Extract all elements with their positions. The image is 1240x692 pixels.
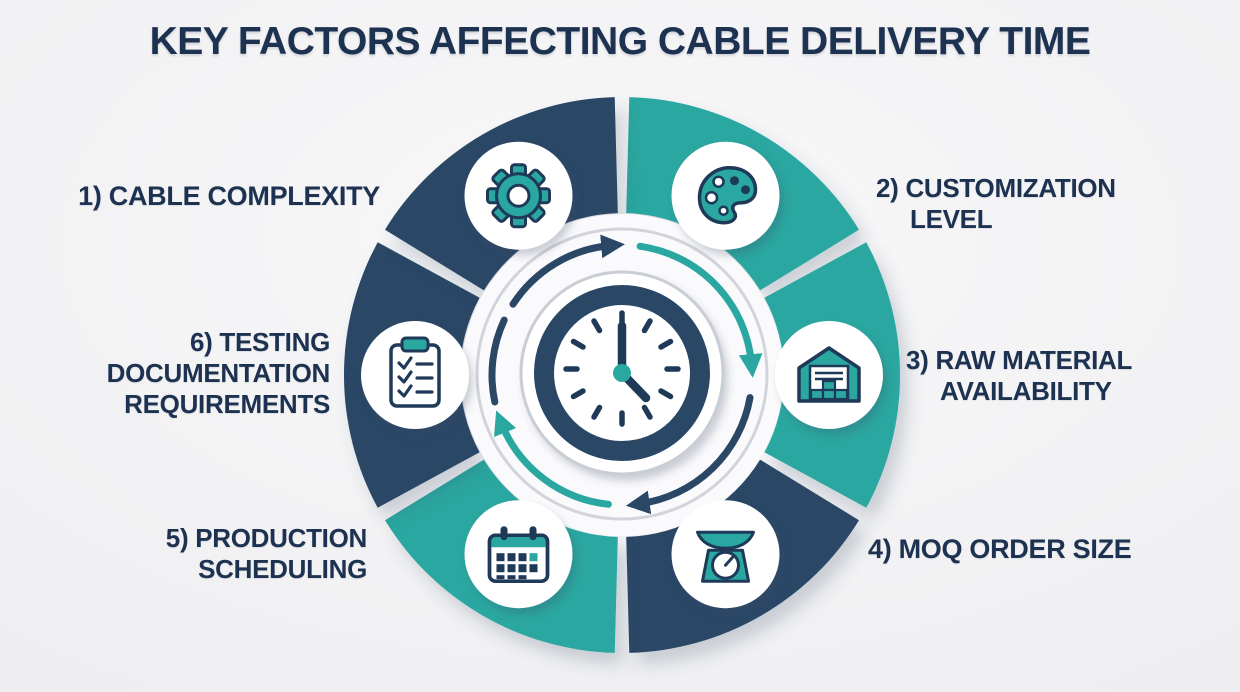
factor-label-customization-level: 2) CUSTOMIZATION LEVEL bbox=[876, 173, 1116, 234]
factor-label-moq-order-size: 4) MOQ ORDER SIZE bbox=[868, 534, 1132, 564]
gear-icon bbox=[464, 141, 573, 250]
calendar-icon bbox=[464, 500, 573, 609]
clock-bezel-edge bbox=[519, 270, 725, 476]
factor-label-raw-material-availability: 3) RAW MATERIAL AVAILABILITY bbox=[906, 345, 1133, 406]
clock-center-dot bbox=[613, 364, 631, 382]
icon-badges bbox=[361, 141, 883, 609]
cycle-arrows bbox=[488, 234, 763, 515]
cycle-arrow-top-right-icon bbox=[636, 242, 763, 378]
cycle-arrow-bottom-icon bbox=[494, 410, 612, 508]
weighing-scale-icon bbox=[671, 500, 780, 609]
clock-ticks bbox=[563, 310, 681, 427]
cycle-arrow-top-left-icon bbox=[509, 234, 625, 308]
paint-palette-icon bbox=[671, 141, 780, 250]
hub-silver-ring bbox=[475, 227, 769, 521]
cycle-arrow-left-icon bbox=[488, 316, 508, 406]
factor-label-cable-complexity: 1) CABLE COMPLEXITY bbox=[78, 181, 380, 211]
page-title: KEY FACTORS AFFECTING CABLE DELIVERY TIM… bbox=[149, 20, 1091, 63]
factor-label-production-scheduling: 5) PRODUCTION SCHEDULING bbox=[165, 523, 368, 584]
clipboard-checklist-icon bbox=[361, 321, 469, 429]
factor-label-testing-documentation: 6) TESTING DOCUMENTATION REQUIREMENTS bbox=[106, 327, 331, 419]
cycle-arrow-right-icon bbox=[625, 394, 754, 515]
warehouse-icon bbox=[775, 321, 883, 429]
clock-icon bbox=[519, 270, 725, 476]
